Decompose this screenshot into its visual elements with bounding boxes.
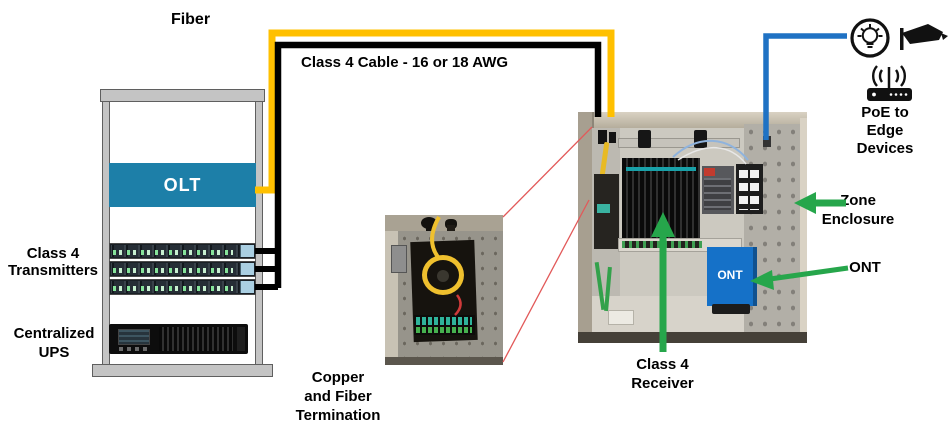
mounting-rail bbox=[618, 138, 740, 148]
router-icon-signal-waves bbox=[872, 65, 906, 87]
termination-photo-wires bbox=[430, 216, 462, 316]
rj45-port-column bbox=[750, 170, 759, 210]
poe-label-line1: PoE to bbox=[861, 104, 909, 121]
enclosure-wires bbox=[672, 139, 749, 165]
callout-line-bottom bbox=[502, 199, 590, 363]
copper-fiber-termination-photo bbox=[385, 215, 503, 365]
camera-icon-mount bbox=[900, 28, 904, 50]
zone-enclosure-label-line1: Zone bbox=[840, 192, 876, 209]
rack-top-bar bbox=[100, 89, 265, 102]
zone-enclosure-label-line2: Enclosure bbox=[821, 211, 895, 228]
lightbulb-icon-base bbox=[866, 43, 874, 48]
wireless-router-icon bbox=[867, 65, 912, 101]
fiber-pigtail bbox=[430, 216, 441, 259]
centralized-ups-label: Centralized UPS bbox=[8, 324, 100, 362]
ups-buttons bbox=[119, 347, 147, 351]
poe-label-line3: Devices bbox=[856, 140, 914, 157]
camera-icon-lens bbox=[941, 33, 948, 40]
fiber-label: Fiber bbox=[170, 11, 211, 28]
copper-terminal-row bbox=[416, 327, 472, 333]
rj45-port-column bbox=[739, 170, 748, 210]
zone-enclosure-photo: ONT bbox=[578, 112, 807, 343]
router-icon-led bbox=[894, 93, 898, 96]
class4-receiver-label: Class 4 Receiver bbox=[610, 355, 715, 393]
router-icon-led bbox=[872, 92, 876, 97]
photo-bottom-shadow bbox=[385, 357, 503, 365]
ups-vents bbox=[159, 327, 233, 351]
fiber-adapter-row bbox=[416, 317, 472, 325]
centralized-ups-label-line2: UPS bbox=[38, 344, 70, 361]
class4-receiver-label-line1: Class 4 bbox=[636, 356, 689, 373]
enclosure-sticker bbox=[608, 310, 634, 325]
camera-icon-body bbox=[902, 24, 943, 44]
patch-wire-blue bbox=[672, 139, 749, 161]
class4-transmitters-label-line2: Transmitters bbox=[7, 262, 99, 279]
lightbulb-icon-bulb bbox=[861, 27, 879, 44]
lightbulb-icon-rays bbox=[857, 24, 883, 37]
perforated-side-wall bbox=[744, 124, 800, 343]
mounting-standoff bbox=[638, 130, 651, 148]
patch-wire-white bbox=[677, 147, 747, 165]
rack-base bbox=[92, 364, 273, 377]
ont-label: ONT bbox=[849, 259, 881, 276]
centralized-ups-label-line1: Centralized bbox=[13, 325, 95, 342]
red-wire bbox=[454, 294, 462, 316]
transmitter-end-module bbox=[240, 245, 254, 257]
class4-transmitter-shelf-1 bbox=[109, 243, 256, 259]
router-icon-led bbox=[904, 93, 908, 96]
transmitter-end-module bbox=[240, 281, 254, 293]
blue-cable-connector bbox=[763, 136, 771, 147]
power-supply-faceplate bbox=[704, 178, 731, 210]
class4-receiver-label-line2: Receiver bbox=[631, 375, 694, 392]
security-camera-icon bbox=[900, 24, 948, 50]
power-supply-label bbox=[704, 168, 715, 176]
ups-display bbox=[118, 329, 150, 345]
termination-label-line3: Termination bbox=[295, 407, 381, 424]
router-icon-led bbox=[889, 93, 893, 96]
enclosure-bottom-shadow bbox=[578, 332, 807, 343]
ont-cables bbox=[712, 304, 750, 314]
transmitter-end-module bbox=[240, 263, 254, 275]
class4-transmitters-label-line1: Class 4 bbox=[26, 245, 80, 262]
router-icon-led bbox=[899, 93, 903, 96]
lightbulb-icon bbox=[850, 18, 890, 58]
lightbulb-icon-ring bbox=[850, 18, 890, 58]
poe-edge-devices-label: PoE to Edge Devices bbox=[844, 104, 926, 158]
termination-label-line2: and Fiber bbox=[304, 388, 372, 405]
enclosure-right-edge bbox=[800, 118, 807, 343]
centralized-ups-unit bbox=[109, 324, 248, 354]
rack-right-rail bbox=[255, 101, 263, 366]
fiber-adapter bbox=[597, 204, 610, 213]
class4-cable-label: Class 4 Cable - 16 or 18 AWG bbox=[301, 54, 509, 71]
ups-brand-strip bbox=[237, 327, 245, 351]
olt-unit: OLT bbox=[109, 163, 256, 207]
copper-fiber-termination-label: Copper and Fiber Termination bbox=[276, 368, 400, 425]
class4-transmitters-label: Class 4 Transmitters bbox=[2, 245, 104, 279]
router-icon-body bbox=[867, 88, 912, 101]
class4-transmitter-shelf-2 bbox=[109, 261, 256, 277]
class4-transmitter-shelf-3 bbox=[109, 279, 256, 295]
zone-enclosure-label: Zone Enclosure bbox=[806, 191, 910, 229]
termination-label-line1: Copper bbox=[311, 369, 365, 386]
ont-device: ONT bbox=[707, 247, 757, 306]
heatsink-clip bbox=[626, 167, 696, 171]
poe-label-line2: Edge bbox=[866, 122, 904, 139]
